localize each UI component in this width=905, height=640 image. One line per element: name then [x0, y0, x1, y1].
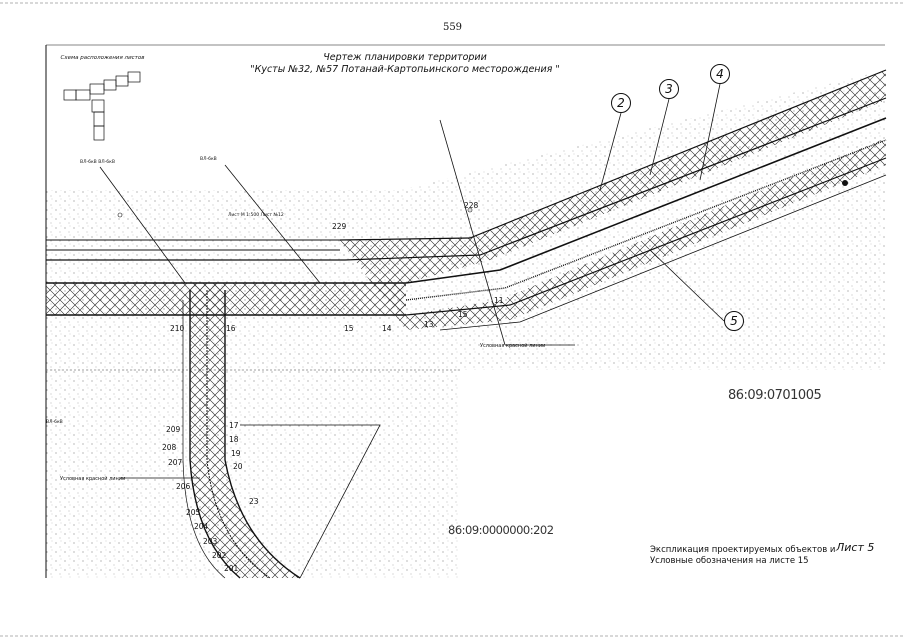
line-label-c: ВЛ-6кВ [46, 420, 63, 425]
stake-206: 206 [176, 482, 191, 491]
stake-208: 208 [162, 443, 177, 452]
line-label-b: ВЛ-6кВ [200, 157, 217, 162]
stake-203: 203 [203, 537, 218, 546]
drawing-title-line1: Чертеж планировки территории [323, 52, 487, 63]
red-line-label-a: Условная красной линии [480, 343, 546, 349]
horizontal-corridor [46, 283, 406, 315]
page-number: 559 [442, 22, 463, 33]
stake-229: 229 [332, 222, 347, 231]
stake-18: 18 [229, 435, 239, 444]
sheet-scheme-map [63, 71, 141, 141]
stake-23: 23 [249, 497, 259, 506]
stake-207: 207 [168, 458, 183, 467]
sheet-scheme-title: Схема расположения листов [60, 55, 145, 61]
stake-19: 19 [231, 449, 241, 458]
stake-20: 20 [233, 462, 243, 471]
explication-line1: Экспликация проектируемых объектов и [650, 545, 836, 555]
callout-4: 4 [710, 64, 730, 84]
drawing-title-line2: "Кусты №32, №57 Потанай-Картопьинского м… [250, 64, 560, 75]
stake-11: 11 [494, 296, 504, 305]
stake-14: 14 [382, 324, 392, 333]
stake-205: 205 [186, 508, 201, 517]
stake-15a: 15 [344, 324, 354, 333]
callout-2: 2 [611, 93, 631, 113]
diagonal-corridor [340, 70, 886, 330]
stake-15b: 15 [458, 310, 468, 319]
stake-204: 204 [194, 522, 209, 531]
stake-228: 228 [464, 201, 479, 210]
cadastral-number-a: 86:09:0701005 [728, 388, 822, 403]
stake-209: 209 [166, 425, 181, 434]
callout-3: 3 [659, 79, 679, 99]
drawing-title: Чертеж планировки территории "Кусты №32,… [250, 52, 560, 76]
stake-16: 16 [226, 324, 236, 333]
stake-210: 210 [170, 324, 185, 333]
red-line-label-b: Условная красной линии [60, 476, 126, 482]
explication-line2: Условные обозначения на листе 15 [650, 556, 809, 566]
sheet-label: Лист 5 [836, 541, 875, 554]
explication-note: Экспликация проектируемых объектов и Усл… [650, 545, 835, 567]
stake-13: 13 [424, 320, 434, 329]
line-label-a: ВЛ-6кВ ВЛ-6кВ [80, 160, 115, 165]
callout-5: 5 [724, 311, 744, 331]
scale-label: Лист М 1:500 Лист №12 [228, 213, 284, 218]
blank-area [460, 370, 886, 578]
stake-17: 17 [229, 421, 239, 430]
terrain-upper [400, 70, 886, 190]
stake-201: 201 [224, 564, 239, 573]
stake-202: 202 [212, 551, 227, 560]
curved-corridor [190, 283, 300, 578]
cadastral-number-b: 86:09:0000000:202 [448, 523, 554, 537]
